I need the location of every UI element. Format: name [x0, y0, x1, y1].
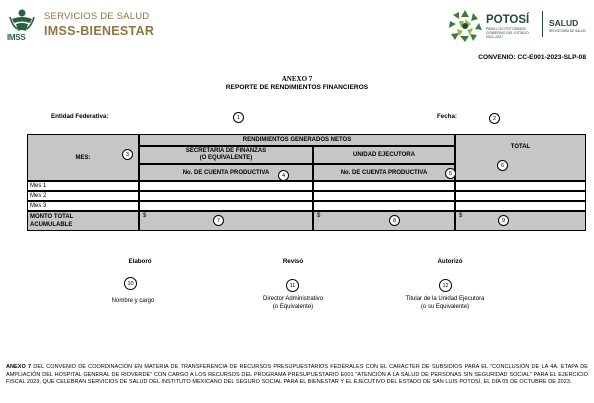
total-header: TOTAL — [455, 134, 586, 181]
month-row-2-total[interactable] — [455, 191, 586, 201]
month-row-1-unidad[interactable] — [313, 181, 455, 191]
total-marker-7: 7 — [213, 215, 224, 226]
autorizo-title: Autorizó — [437, 258, 463, 265]
cuenta-marker-1: 4 — [278, 170, 289, 181]
potosi-logo-icon — [449, 10, 482, 42]
month-row-1-label: Mes 1 — [27, 181, 139, 191]
cuenta-productiva-header-1: No. DE CUENTA PRODUCTIVA — [139, 164, 313, 181]
mes-header-label: MES: — [75, 154, 91, 161]
autorizo-marker: 12 — [439, 279, 452, 292]
total-marker-8: 8 — [389, 215, 400, 226]
imss-logo-icon — [9, 9, 35, 31]
potosi-brand: POTOSÍ — [486, 14, 530, 26]
total-marker-9: 9 — [498, 215, 509, 226]
month-row-1-secretaria[interactable] — [139, 181, 313, 191]
month-row-3-total[interactable] — [455, 201, 586, 211]
potosi-tagline-line2: GOBIERNO DEL ESTADO 2021-2027 — [486, 31, 529, 39]
monto-total-total[interactable]: $ — [455, 211, 586, 231]
footnote-lead: ANEXO 7 — [6, 364, 32, 370]
reviso-desc-line2: (o Equivalente) — [272, 304, 314, 310]
month-row-3-secretaria[interactable] — [139, 201, 313, 211]
total-marker: 6 — [497, 160, 508, 171]
convenio-number: CONVENIO: CC-E001-2023-SLP-08 — [478, 54, 586, 61]
elaboro-desc-line1: Nombre y cargo — [111, 298, 155, 304]
autorizo-desc-line2: (o su Equivalente) — [420, 304, 470, 310]
month-row-2-secretaria[interactable] — [139, 191, 313, 201]
month-row-3-unidad[interactable] — [313, 201, 455, 211]
secretaria-finanzas-line2: (O EQUIVALENTE) — [199, 155, 253, 161]
imss-logo-word: IMSS — [7, 33, 26, 42]
rendimientos-group-header: RENDIMIENTOS GENERADOS NETOS — [139, 134, 455, 146]
autorizo-desc-line1: Titular de la Unidad Ejecutora — [405, 296, 485, 302]
month-row-2-unidad[interactable] — [313, 191, 455, 201]
brand-servicios-de-salud: SERVICIOS DE SALUD — [44, 11, 150, 22]
reviso-title: Revisó — [282, 258, 304, 265]
monto-total-label: MONTO TOTAL ACUMULABLE — [27, 211, 139, 231]
monto-total-secretaria[interactable]: $ — [139, 211, 313, 231]
anexo-title: ANEXO 7 — [281, 75, 313, 83]
elaboro-title: Elaboró — [128, 258, 152, 265]
entidad-federativa-label: Entidad Federativa: — [51, 113, 109, 120]
rendimientos-table: MES: 3 RENDIMIENTOS GENERADOS NETOS SECR… — [27, 134, 586, 231]
currency-symbol-3: $ — [459, 213, 463, 219]
fecha-marker: 2 — [489, 113, 500, 124]
currency-symbol-1: $ — [143, 213, 147, 219]
month-row-2-label: Mes 2 — [27, 191, 139, 201]
mes-header: MES: — [27, 134, 139, 181]
cuenta-productiva-header-2: No. DE CUENTA PRODUCTIVA — [313, 164, 455, 181]
secretaria-finanzas-line1: SECRETARÍA DE FINANZAS — [185, 148, 267, 154]
autorizo-desc: Titular de la Unidad Ejecutora (o su Equ… — [380, 295, 510, 311]
potosi-tagline: PARA LOS POTOSINOS GOBIERNO DEL ESTADO 2… — [486, 27, 538, 39]
brand-imss-bienestar: IMSS-BIENESTAR — [44, 24, 155, 38]
mes-marker: 3 — [122, 149, 133, 160]
salud-brand: SALUD — [549, 18, 579, 28]
footnote: ANEXO 7 DEL CONVENIO DE COORDINACIÓN EN … — [6, 364, 588, 387]
elaboro-marker: 10 — [124, 277, 137, 290]
footnote-text: DEL CONVENIO DE COORDINACIÓN EN MATERIA … — [6, 364, 588, 386]
salud-subtitle: SECRETARÍA DE SALUD — [549, 29, 586, 33]
monto-total-line2: ACUMULABLE — [30, 222, 73, 228]
secretaria-finanzas-header: SECRETARÍA DE FINANZAS (O EQUIVALENTE) — [139, 146, 313, 164]
total-header-label: TOTAL — [510, 144, 531, 150]
month-row-1-total[interactable] — [455, 181, 586, 191]
unidad-ejecutora-header: UNIDAD EJECUTORA — [313, 146, 455, 164]
currency-symbol-2: $ — [317, 213, 321, 219]
elaboro-desc: Nombre y cargo — [68, 297, 198, 305]
potosi-tagline-line1: PARA LOS POTOSINOS — [486, 27, 526, 31]
header-divider — [542, 11, 543, 37]
fecha-label: Fecha: — [437, 113, 457, 120]
report-title: REPORTE DE RENDIMIENTOS FINANCIEROS — [225, 84, 369, 91]
month-row-3-label: Mes 3 — [27, 201, 139, 211]
reviso-marker: 11 — [286, 279, 299, 292]
monto-total-unidad[interactable]: $ — [313, 211, 455, 231]
entidad-marker: 1 — [233, 112, 244, 123]
reviso-desc: Director Administrativo (o Equivalente) — [228, 295, 358, 311]
reviso-desc-line1: Director Administrativo — [262, 296, 324, 302]
monto-total-line1: MONTO TOTAL — [30, 214, 74, 220]
